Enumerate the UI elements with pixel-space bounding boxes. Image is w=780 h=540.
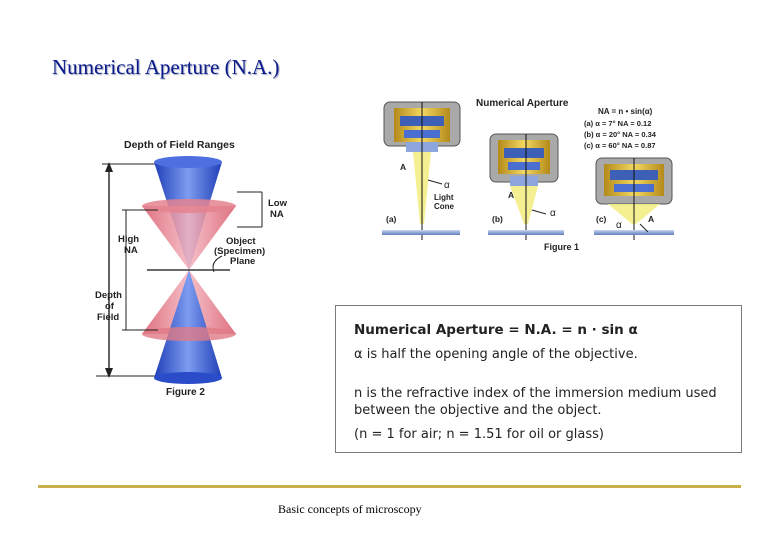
object-plane-label-1: Object bbox=[226, 236, 256, 247]
footer-divider bbox=[38, 485, 741, 488]
fig1-label-c-letter: A bbox=[648, 214, 654, 224]
depth-of-field-figure: Depth of Field Ranges Low NA High NA Obj… bbox=[95, 139, 288, 398]
fig1-row-a: (a) α = 7° NA = 0.12 bbox=[584, 119, 651, 128]
objective-c bbox=[594, 157, 674, 240]
pointer-c bbox=[639, 223, 649, 233]
objective-a bbox=[382, 101, 461, 240]
lower-blue-cone-rim bbox=[154, 372, 222, 384]
n-definition-2: between the objective and the object. bbox=[354, 403, 602, 418]
light-cone-label-1: Light bbox=[434, 193, 454, 202]
light-cone-label-2: Cone bbox=[434, 202, 455, 211]
arrow-head-top bbox=[105, 162, 113, 172]
dof-label-1: Depth bbox=[95, 290, 122, 301]
fig1-label-b-letter: A bbox=[508, 190, 514, 200]
dof-label-2: of bbox=[105, 301, 115, 312]
fig1-label-c: (c) bbox=[596, 214, 607, 224]
fig1-label-a-letter: A bbox=[400, 162, 406, 172]
arrow-head-bottom bbox=[105, 368, 113, 378]
low-na-label-2: NA bbox=[270, 209, 284, 220]
lower-red-cone-rim bbox=[142, 327, 236, 341]
equation-line: Numerical Aperture = N.A. = n · sin α bbox=[354, 322, 638, 338]
fig1-row-c: (c) α = 60° NA = 0.87 bbox=[584, 141, 656, 150]
footer-text: Basic concepts of microscopy bbox=[278, 502, 422, 516]
upper-blue-cone-rim bbox=[154, 156, 222, 168]
slide-title: Numerical Aperture (N.A.) bbox=[52, 55, 280, 79]
fig1-caption: Figure 1 bbox=[544, 242, 579, 252]
lower-blue-cone bbox=[154, 270, 222, 378]
n-values: (n = 1 for air; n = 1.51 for oil or glas… bbox=[354, 427, 604, 442]
high-na-label-2: NA bbox=[124, 245, 138, 256]
fig1-heading: Numerical Aperture bbox=[476, 98, 569, 109]
alpha-pointer-a bbox=[427, 179, 443, 185]
fig1-label-a: (a) bbox=[386, 214, 397, 224]
fig2-heading: Depth of Field Ranges bbox=[124, 139, 235, 151]
dof-label-3: Field bbox=[97, 312, 119, 323]
equation-box: Numerical Aperture = N.A. = n · sin α α … bbox=[335, 305, 742, 453]
numerical-aperture-figure: Numerical Aperture NA = n • sin(α) (a) α… bbox=[382, 98, 674, 252]
fig1-label-c-alpha: α bbox=[616, 220, 622, 231]
objective-b bbox=[488, 133, 564, 240]
alpha-pointer-b bbox=[531, 209, 547, 215]
fig1-formula: NA = n • sin(α) bbox=[598, 107, 653, 116]
high-na-label-1: High bbox=[118, 234, 139, 245]
fig1-label-a-alpha: α bbox=[444, 180, 450, 191]
fig1-label-b-alpha: α bbox=[550, 208, 556, 219]
object-plane-label-2: (Specimen) bbox=[214, 246, 265, 257]
object-plane-pointer bbox=[212, 255, 223, 273]
alpha-definition: α is half the opening angle of the objec… bbox=[354, 347, 638, 362]
object-plane-label-3: Plane bbox=[230, 256, 255, 267]
upper-red-cone-rim bbox=[142, 199, 236, 213]
fig2-caption: Figure 2 bbox=[166, 387, 205, 398]
fig1-row-b: (b) α = 20° NA = 0.34 bbox=[584, 130, 657, 139]
low-na-label-1: Low bbox=[268, 198, 288, 209]
n-definition-1: n is the refractive index of the immersi… bbox=[354, 386, 717, 401]
upper-red-cone bbox=[142, 206, 236, 270]
fig1-label-b: (b) bbox=[492, 214, 503, 224]
